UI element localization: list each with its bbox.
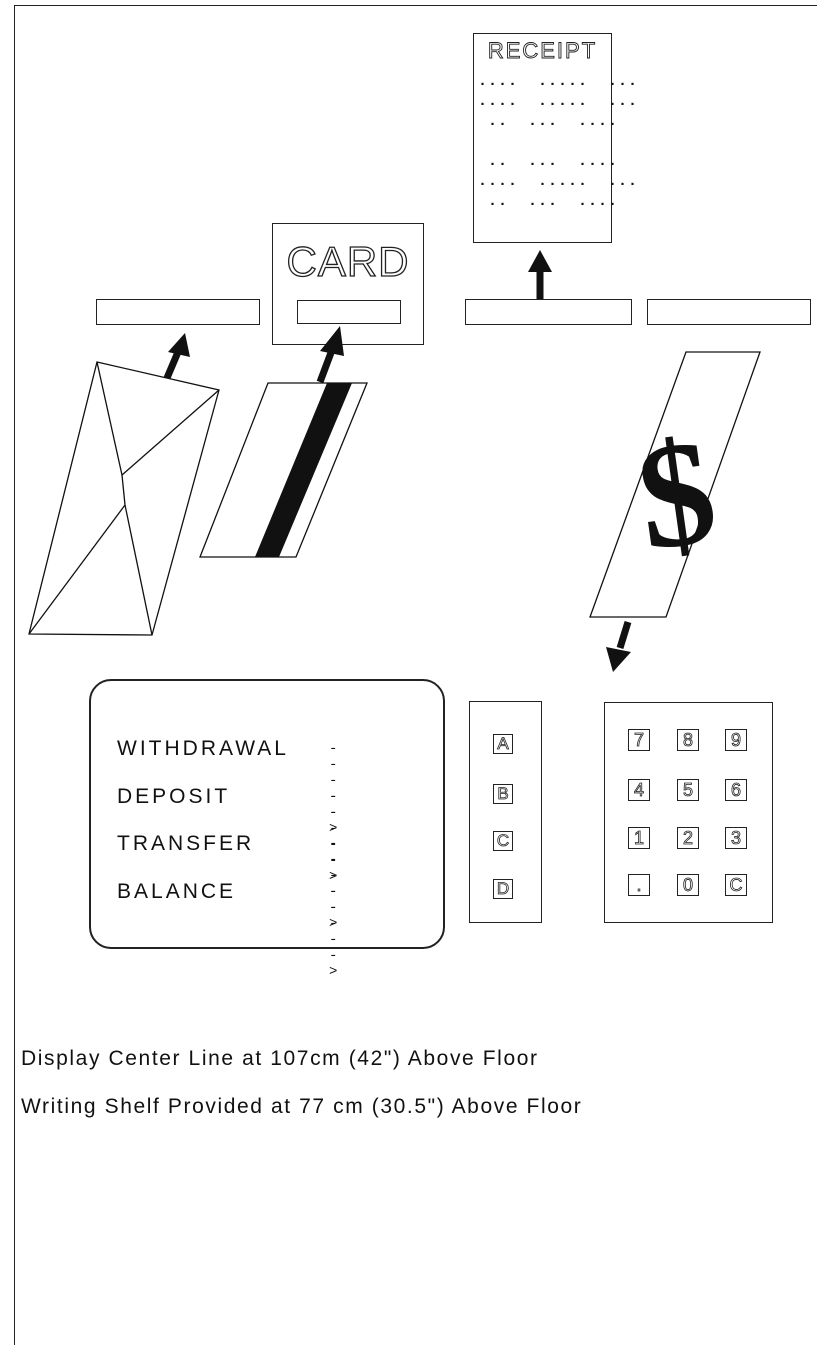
receipt-title: RECEIPT [487,38,598,64]
receipt-line: .. ... .... [478,113,619,130]
keypad-key-0[interactable]: 0 [677,874,699,896]
menu-item-label: TRANSFER [117,832,255,855]
menu-item-withdrawal[interactable]: WITHDRAWAL -----> [117,737,337,837]
card-reader-panel: CARD [272,223,424,345]
receipt-line: .. ... .... [478,153,619,170]
writing-shelf-note: Writing Shelf Provided at 77 cm (30.5") … [21,1095,583,1118]
card-slot [297,300,401,324]
keypad-key-2[interactable]: 2 [677,827,699,849]
cash-dispenser-slot [647,299,811,325]
atm-display-screen: WITHDRAWAL -----> DEPOSIT -----> TRANSFE… [89,679,445,980]
menu-item-arrow: -----> [329,836,339,932]
keypad-key-5[interactable]: 5 [677,779,699,801]
display-centerline-note: Display Center Line at 107cm (42") Above… [21,1047,539,1070]
menu-item-label: BALANCE [117,880,237,903]
menu-item-balance[interactable]: BALANCE -----> [117,880,337,980]
menu-item-label: DEPOSIT [117,785,231,808]
keypad-key-decimal[interactable]: . [628,874,650,896]
arrow-up-icon [316,326,344,384]
magnetic-card-icon [199,382,368,558]
selector-key-a[interactable]: A [493,734,513,754]
arrow-up-icon [528,250,552,299]
keypad-key-7[interactable]: 7 [628,729,650,751]
envelope-icon [28,361,220,636]
arrow-up-icon [163,333,190,380]
selector-key-b[interactable]: B [493,784,513,804]
frame-top-border [14,5,817,6]
arrow-down-icon [606,620,632,672]
menu-item-deposit[interactable]: DEPOSIT -----> [117,785,337,885]
dollar-bill-icon: $ [589,351,761,618]
menu-item-label: WITHDRAWAL [117,737,289,760]
menu-item-arrow: -----> [329,884,339,980]
menu-item-arrow: -----> [329,741,339,837]
keypad-key-1[interactable]: 1 [628,827,650,849]
menu-item-transfer[interactable]: TRANSFER -----> [117,832,337,932]
selector-key-d[interactable]: D [493,879,513,899]
keypad-key-3[interactable]: 3 [725,827,747,849]
numeric-keypad: 7 8 9 4 5 6 1 2 3 . 0 C [604,702,773,923]
keypad-key-9[interactable]: 9 [725,729,747,751]
menu-item-arrow: -----> [329,789,339,885]
keypad-key-6[interactable]: 6 [725,779,747,801]
keypad-key-4[interactable]: 4 [628,779,650,801]
frame-left-border [14,5,15,1345]
receipt-slot [465,299,632,325]
keypad-key-clear[interactable]: C [725,874,747,896]
card-label: CARD [286,237,410,285]
selector-key-c[interactable]: C [493,831,513,851]
deposit-envelope-slot [96,299,260,325]
receipt-line: .. ... .... [478,193,619,210]
keypad-key-8[interactable]: 8 [677,729,699,751]
selector-key-panel: A B C D [469,701,542,923]
